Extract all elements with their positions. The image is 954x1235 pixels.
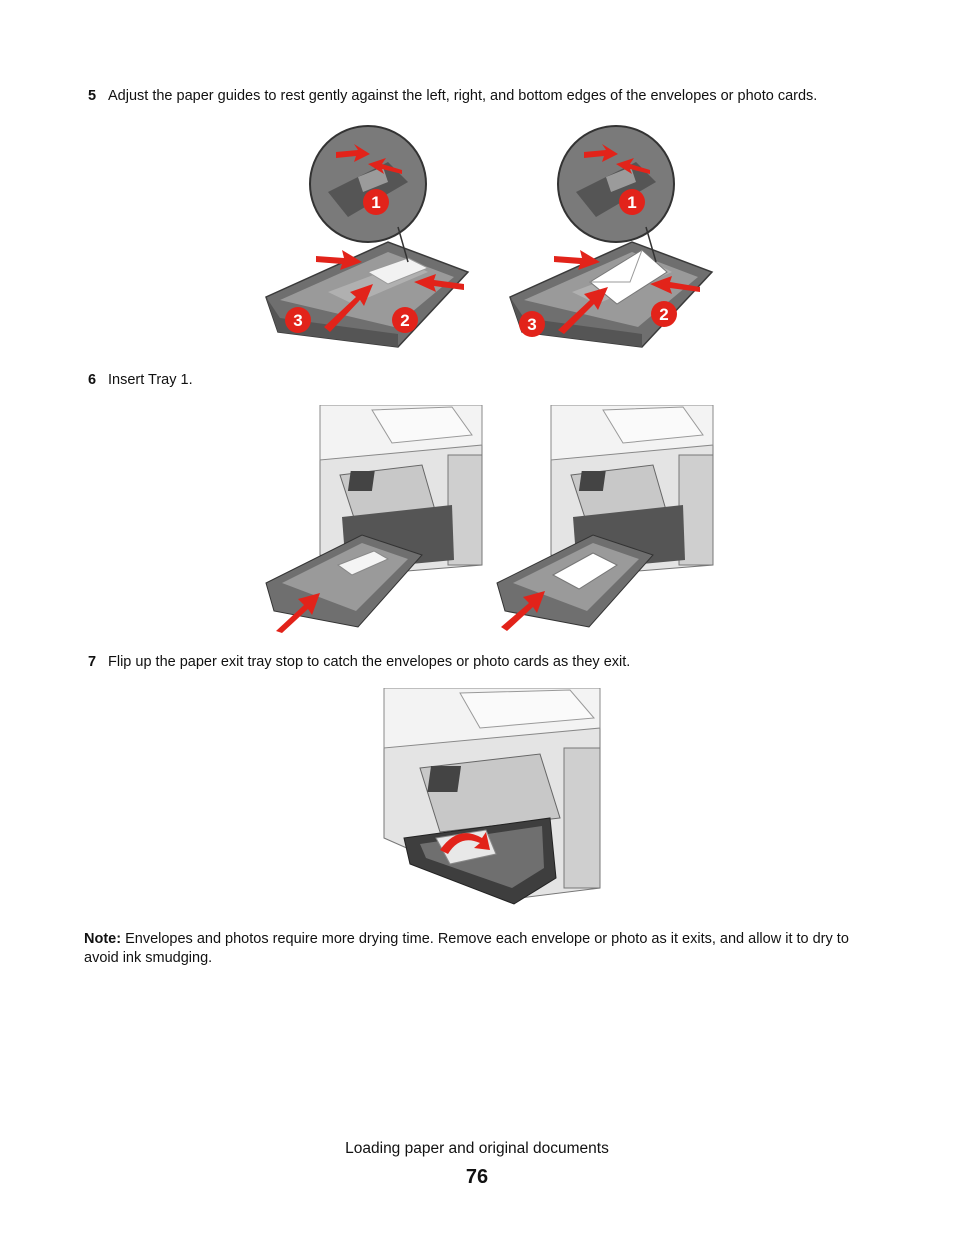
svg-text:1: 1: [627, 193, 636, 212]
callout-1: 1: [363, 189, 389, 215]
note: Note: Envelopes and photos require more …: [84, 930, 874, 968]
arrow-icon: [316, 250, 362, 270]
footer-section-title: Loading paper and original documents: [345, 1140, 609, 1157]
arrow-icon: [584, 144, 618, 162]
svg-text:2: 2: [400, 311, 409, 330]
insert-tray-figure-left: [265, 405, 483, 633]
envelope-icon: [551, 552, 619, 590]
step-6: 6 Insert Tray 1.: [88, 371, 193, 389]
arrow-icon: [324, 284, 373, 332]
note-text: Envelopes and photos require more drying…: [84, 931, 849, 966]
arrow-icon: [650, 276, 700, 294]
arrow-icon: [616, 158, 650, 174]
svg-text:2: 2: [659, 305, 668, 324]
arrow-icon: [336, 144, 370, 162]
callout-3: 3: [285, 307, 311, 333]
arrow-icon: [276, 593, 320, 633]
note-label: Note:: [84, 931, 122, 947]
svg-text:1: 1: [371, 193, 380, 212]
step-5: 5 Adjust the paper guides to rest gently …: [88, 87, 817, 105]
callout-3: 3: [519, 311, 545, 337]
tray-envelope-figure: 1 2 3: [509, 125, 714, 348]
svg-text:3: 3: [293, 311, 302, 330]
step-number: 5: [88, 88, 97, 104]
step-text: Insert Tray 1.: [108, 372, 193, 388]
step-number: 6: [88, 372, 97, 388]
step-text: Adjust the paper guides to rest gently a…: [108, 88, 818, 104]
callout-1: 1: [619, 189, 645, 215]
step-7: 7 Flip up the paper exit tray stop to cat…: [88, 653, 630, 671]
insert-tray-figure-right: [496, 405, 714, 631]
arrow-icon: [558, 287, 608, 334]
envelope-icon: [589, 249, 668, 305]
step-text: Flip up the paper exit tray stop to catc…: [108, 654, 631, 670]
exit-tray-stop-figure: [383, 688, 601, 905]
arrow-icon: [414, 274, 464, 292]
page-number: 76: [465, 1166, 489, 1188]
arrow-icon: [501, 591, 545, 631]
curved-arrow-icon: [440, 832, 490, 854]
arrow-icon: [368, 158, 402, 174]
callout-2: 2: [392, 307, 418, 333]
svg-text:3: 3: [527, 315, 536, 334]
step-number: 7: [88, 654, 97, 670]
callout-2: 2: [651, 301, 677, 327]
arrow-icon: [554, 250, 600, 270]
tray-photo-cards-figure: 1 2 3: [265, 125, 470, 348]
